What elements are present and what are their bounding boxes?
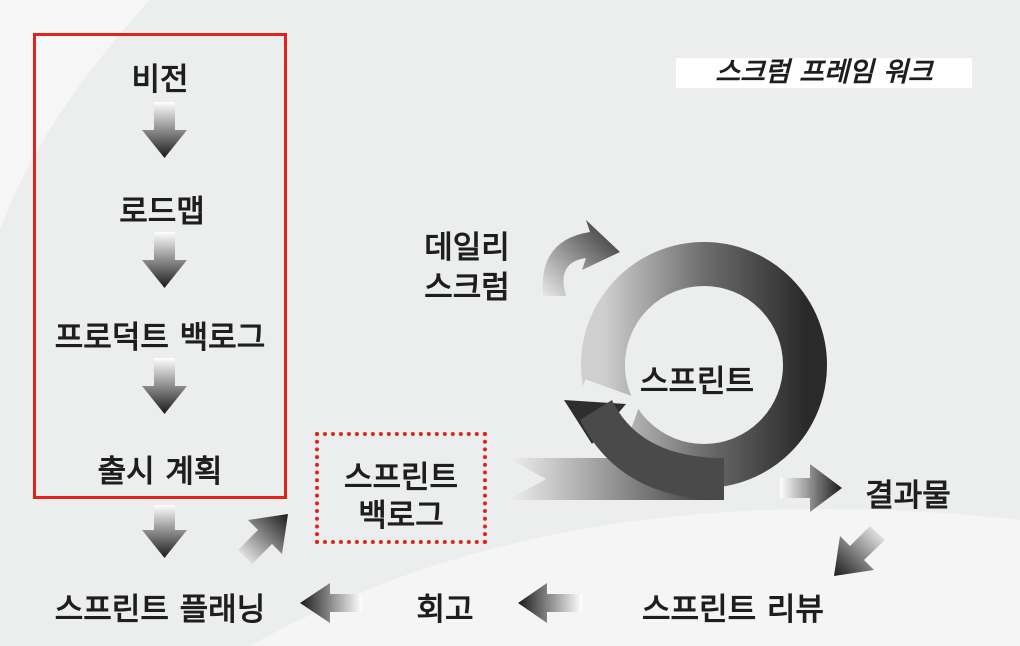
title-banner: 스크럼 프레임 워크 [676, 58, 972, 88]
arrow-sprint-to-result [780, 464, 842, 512]
page-title: 스크럼 프레임 워크 [715, 57, 933, 88]
label-daily-scrum-line1: 데일리 [424, 230, 510, 266]
arrow-review-to-retrospective [518, 583, 582, 623]
label-sprint: 스프린트 [639, 364, 755, 400]
arrow-result-to-review [834, 526, 885, 576]
label-sprint-backlog-line2: 백로그 [358, 498, 444, 534]
sprint-loop-lower [580, 400, 724, 500]
label-vision: 비전 [131, 62, 189, 98]
sprint-backlog-box [315, 432, 487, 544]
label-sprint-backlog-line1: 스프린트 [343, 460, 459, 496]
arrow-roadmap-to-product-backlog [142, 232, 187, 288]
label-daily-scrum-line2: 스크럼 [424, 270, 510, 306]
arrow-planning-to-sprint-backlog [238, 514, 288, 564]
arrow-retrospective-to-planning [300, 583, 362, 623]
label-release-plan: 출시 계획 [97, 454, 223, 490]
label-roadmap: 로드맵 [119, 194, 205, 230]
label-sprint-review: 스프린트 리뷰 [642, 592, 824, 628]
bg-shape-bottom [250, 508, 1020, 646]
arrow-vision-to-roadmap [142, 102, 187, 158]
release-flow-highlight-box [33, 33, 287, 499]
label-result: 결과물 [865, 478, 951, 514]
daily-scrum-arrow [542, 220, 620, 296]
arrow-release-plan-to-planning [142, 505, 187, 558]
label-sprint-planning: 스프린트 플래닝 [54, 592, 266, 628]
bg-shape-left [0, 0, 150, 230]
label-product-backlog: 프로덕트 백로그 [54, 320, 266, 356]
arrow-product-backlog-to-release-plan [142, 358, 187, 414]
label-retrospective: 회고 [416, 592, 474, 628]
